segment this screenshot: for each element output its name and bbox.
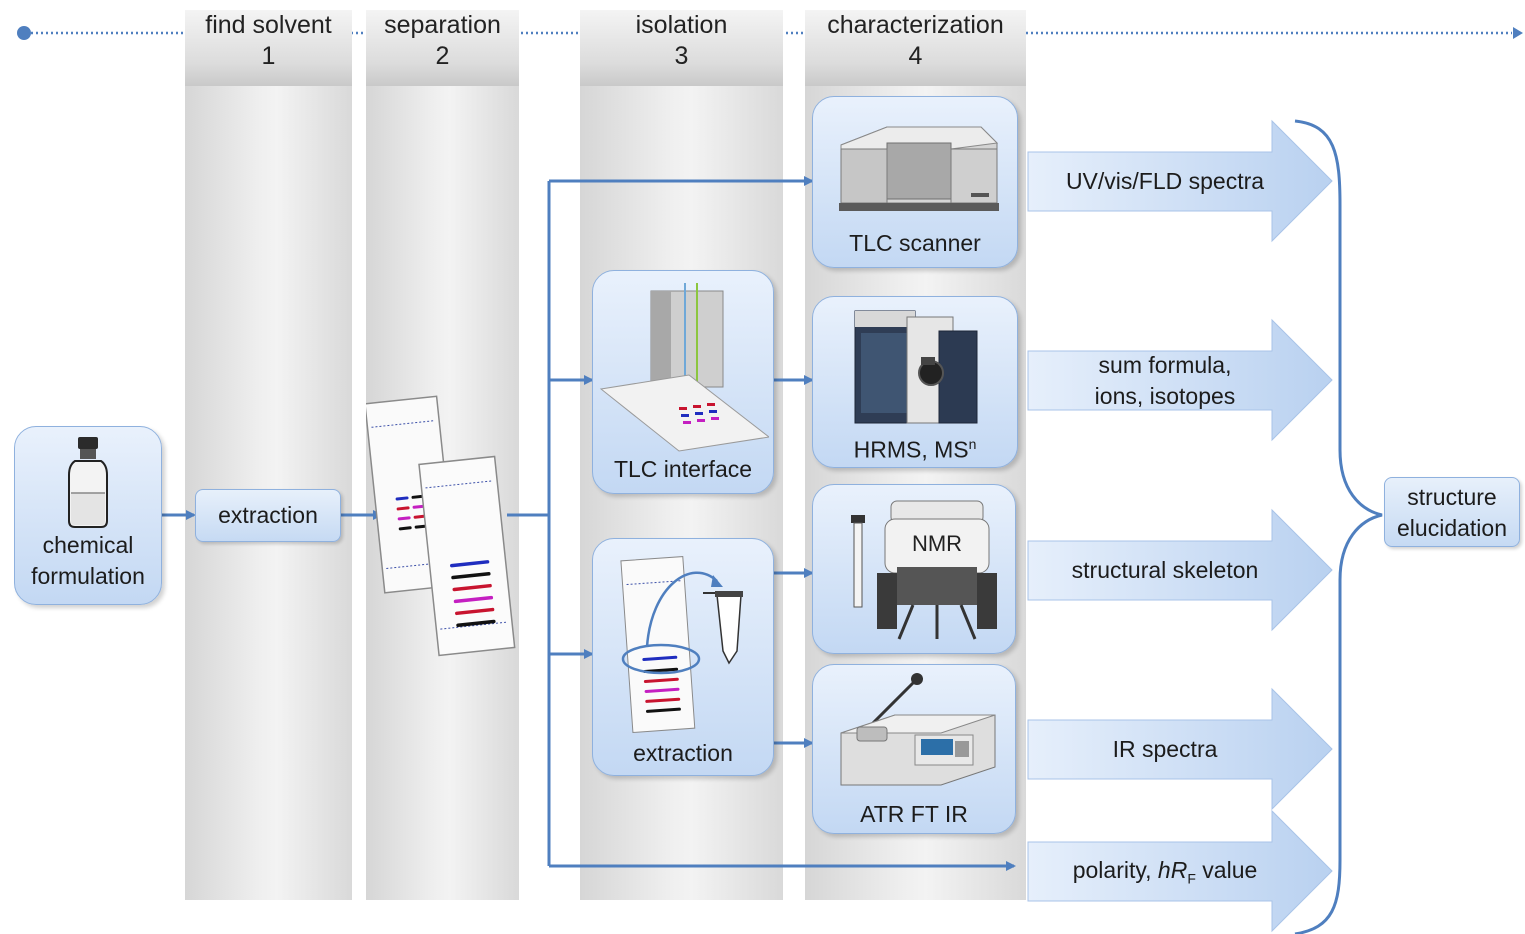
polarity-value: value — [1195, 857, 1258, 883]
vial-icon — [68, 437, 108, 528]
polarity-text: polarity, — [1072, 857, 1158, 883]
extraction-step-label: extraction — [218, 502, 318, 528]
tlc-interface-label: TLC interface — [613, 456, 753, 482]
stage-header-2: separation 2 — [366, 10, 519, 86]
polarity-r: R — [1170, 857, 1188, 883]
timeline-start-dot — [17, 26, 31, 40]
stage-header-1: find solvent 1 — [185, 10, 352, 86]
hrms-superscript: n — [968, 436, 977, 452]
sample-label-1: chemical — [42, 532, 134, 558]
stage-header-3: isolation 3 — [580, 10, 783, 86]
polarity-h: h — [1157, 857, 1171, 883]
nmr-spectrometer-icon: NMR — [851, 500, 997, 640]
curly-brace — [1294, 119, 1383, 934]
stage-number: 2 — [435, 42, 450, 70]
tlc-interface-box: TLC interface — [592, 270, 774, 494]
atr-box: ATR FT IR — [812, 664, 1016, 834]
stage-title: characterization — [827, 11, 1004, 39]
result-label-polarity: polarity, hRF value — [1028, 855, 1302, 895]
polarity-sub: F — [1187, 870, 1196, 887]
final-label-1: structure — [1407, 484, 1497, 510]
result-label-sum: sum formula, ions, isotopes — [1028, 350, 1302, 412]
result-label-ir: IR spectra — [1112, 736, 1218, 762]
stage-header-4: characterization 4 — [805, 10, 1026, 86]
nmr-text: NMR — [912, 531, 962, 556]
zone-extraction-icon — [620, 556, 743, 734]
tlc-scanner-icon — [839, 126, 999, 211]
result-label-uv: UV/vis/FLD spectra — [1065, 168, 1265, 194]
stage-title: isolation — [635, 11, 728, 39]
result-arrow-skeleton — [1027, 508, 1333, 632]
isolation-extraction-label: extraction — [633, 740, 733, 766]
tlc-plates-icon — [366, 395, 516, 657]
stage-number: 1 — [261, 42, 276, 70]
timeline — [17, 26, 1523, 40]
stage-number: 4 — [908, 42, 923, 70]
result-label-sum-2: ions, isotopes — [1094, 383, 1236, 409]
hrms-text: HRMS, MS — [853, 436, 969, 463]
tlc-interface-icon — [599, 283, 769, 452]
tlc-scanner-box: TLC scanner — [812, 96, 1018, 268]
stage-title: separation — [384, 11, 501, 39]
ir-spectrometer-icon — [840, 673, 996, 786]
stage-column-1: find solvent 1 — [185, 10, 352, 900]
result-arrow-sum — [1027, 318, 1333, 442]
stage-title: find solvent — [205, 11, 332, 39]
result-arrow-ir — [1027, 687, 1333, 811]
nmr-box: NMR — [812, 484, 1016, 654]
atr-label: ATR FT IR — [860, 801, 968, 827]
extraction-step-box: extraction — [195, 489, 341, 542]
result-label-skeleton: structural skeleton — [1071, 557, 1259, 583]
tlc-scanner-label: TLC scanner — [849, 230, 981, 256]
hrms-label: HRMS, MSn — [813, 429, 1017, 465]
final-label-2: elucidation — [1397, 515, 1507, 541]
sample-box: chemical formulation — [14, 426, 162, 605]
stage-number: 3 — [674, 42, 689, 70]
result-arrow-uv — [1027, 119, 1333, 243]
result-arrow-polarity — [1027, 809, 1333, 933]
hrms-box: HRMS, MSn — [812, 296, 1018, 468]
sample-label-2: formulation — [31, 563, 145, 589]
timeline-end-arrow — [1513, 27, 1523, 39]
structure-elucidation-box: structure elucidation — [1384, 477, 1520, 547]
mass-spectrometer-icon — [854, 310, 978, 424]
result-label-sum-1: sum formula, — [1098, 352, 1232, 378]
isolation-extraction-box: extraction — [592, 538, 774, 776]
